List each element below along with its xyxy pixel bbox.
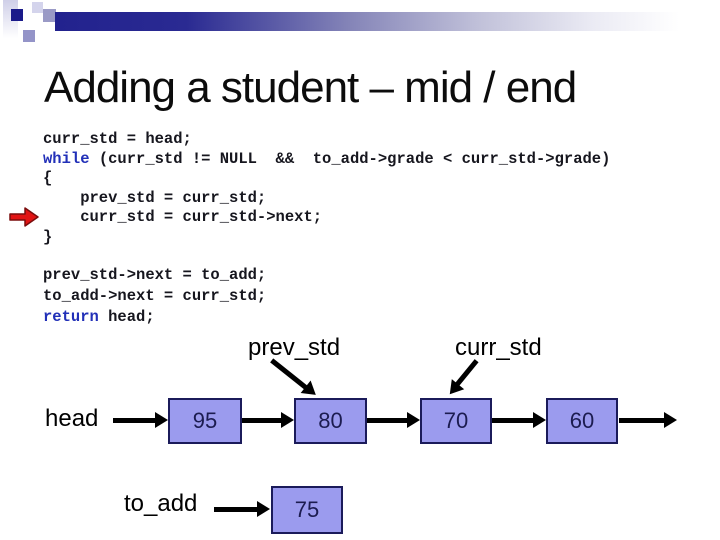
curr-std-label: curr_std	[455, 334, 542, 361]
node-value: 60	[569, 408, 595, 433]
prev-std-label: prev_std	[248, 334, 341, 361]
deco-square-navy	[11, 9, 23, 21]
node-value: 80	[318, 408, 343, 433]
code-line: to_add->next = curr_std;	[43, 287, 267, 305]
arrow-shaft	[367, 417, 409, 423]
arrow-tip	[407, 412, 420, 428]
deco-square-purple	[23, 30, 35, 42]
arrow-shaft	[113, 417, 157, 423]
slide-title: Adding a student – mid / end	[44, 63, 577, 112]
arrow-tip	[257, 501, 270, 517]
node-value: 70	[443, 408, 469, 433]
arrow-70-to-60-icon	[492, 412, 546, 428]
code-block-insert: prev_std->next = to_add; to_add->next = c…	[43, 265, 266, 328]
code-line: {	[43, 169, 53, 187]
arrow-shaft	[492, 417, 535, 423]
arrow-shaft	[214, 506, 259, 512]
to-add-node: 75	[271, 486, 343, 534]
code-line: prev_std = curr_std;	[43, 188, 267, 207]
deco-square-gray	[43, 9, 56, 22]
code-keyword: while	[43, 149, 90, 168]
arrow-shaft	[454, 359, 479, 388]
code-block-loop: curr_std = head;while (curr_std != NULL …	[43, 130, 610, 247]
head-label: head	[45, 405, 99, 432]
arrow-95-to-80-icon	[242, 412, 294, 428]
arrow-to-add-to-75-icon	[214, 501, 270, 517]
arrow-tip	[281, 412, 294, 428]
deco-gradient-header-bar	[55, 12, 712, 31]
code-line: prev_std->next = to_add;	[43, 266, 267, 284]
arrow-80-to-70-icon	[367, 412, 420, 428]
code-line: }	[43, 227, 53, 246]
list-node-4: 60	[546, 398, 618, 444]
code-line: curr_std = curr_std->next;	[43, 208, 323, 226]
curr-std-pointer-arrow-icon	[443, 356, 484, 400]
list-node-2: 80	[294, 398, 367, 444]
code-line: while (curr_std != NULL && to_add->grade…	[43, 149, 611, 168]
arrow-60-to-next-icon	[619, 412, 677, 428]
list-node-3: 70	[420, 398, 492, 444]
to-add-label: to_add	[124, 490, 198, 517]
current-line-pointer-icon	[9, 207, 39, 227]
list-node-1: 95	[168, 398, 242, 444]
arrow-head-to-95-icon	[113, 412, 168, 428]
node-value: 75	[294, 497, 320, 522]
arrow-shaft	[242, 417, 283, 423]
code-line: curr_std = head;	[43, 130, 192, 148]
arrow-tip	[155, 412, 168, 428]
deco-square-pale	[32, 2, 43, 13]
code-keyword: return	[43, 308, 99, 326]
arrow-shaft	[270, 358, 309, 390]
arrow-shaft	[619, 417, 666, 423]
arrow-tip	[533, 412, 546, 428]
code-line: return head;	[43, 308, 155, 326]
node-value: 95	[192, 408, 218, 433]
arrow-tip	[664, 412, 677, 428]
